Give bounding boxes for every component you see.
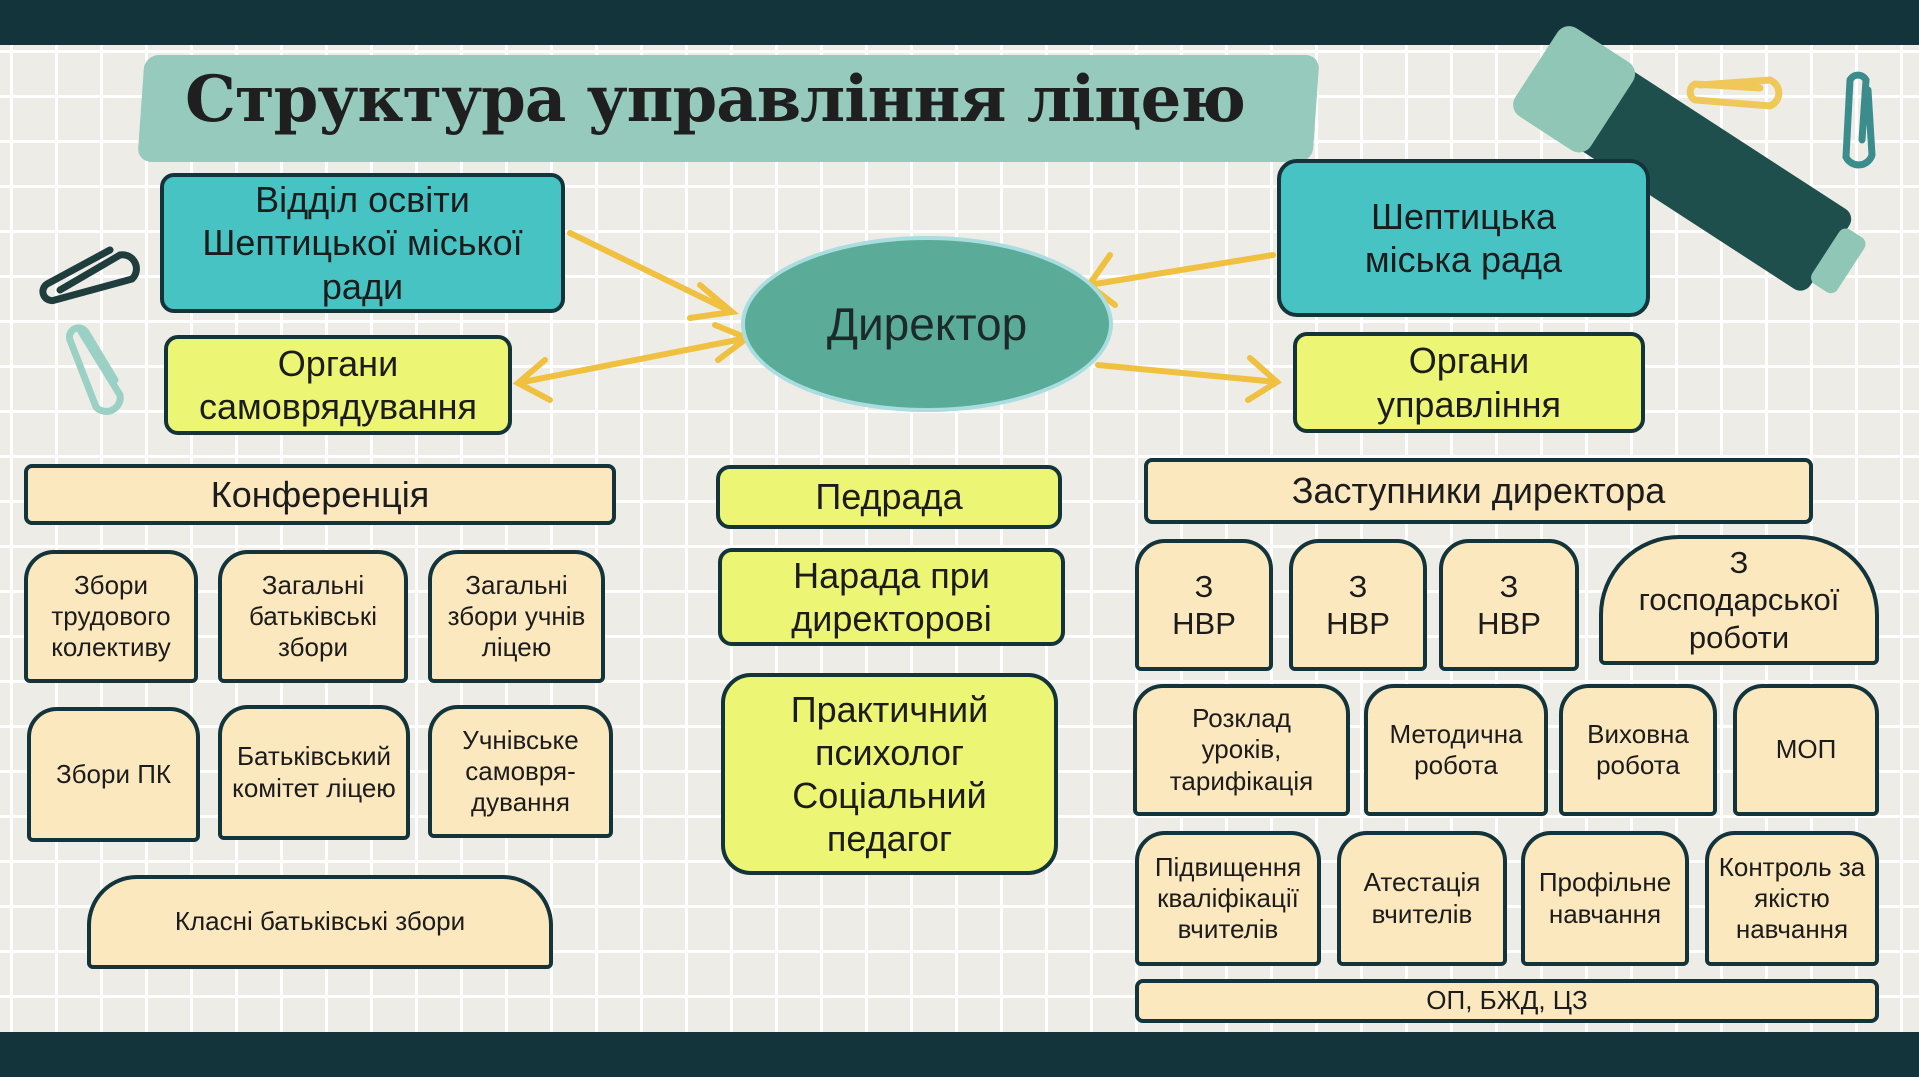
self-government-box: Органи самоврядування bbox=[164, 335, 512, 435]
paperclip-icon bbox=[1842, 71, 1876, 169]
parents-meeting-box: Загальні батьківські збори bbox=[218, 550, 408, 683]
teacher-qualification-box: Підвищення кваліфікації вчителів bbox=[1135, 831, 1321, 966]
management-bodies-box: Органи управління bbox=[1293, 332, 1645, 433]
arrow-director-selfgov bbox=[512, 322, 754, 403]
quality-control-box: Контроль за якістю навчання bbox=[1705, 831, 1879, 966]
conference-box: Конференція bbox=[24, 464, 616, 525]
page-title: Структура управління ліцею bbox=[185, 62, 1246, 137]
paperclip-icon bbox=[1686, 76, 1783, 110]
marker-icon bbox=[1513, 26, 1866, 294]
deputies-header-box: Заступники директора bbox=[1144, 458, 1813, 524]
safety-box: ОП, БЖД, ЦЗ bbox=[1135, 979, 1879, 1023]
bottom-bar bbox=[0, 1032, 1919, 1077]
pedagogical-council-box: Педрада bbox=[716, 465, 1062, 529]
director-node: Директор bbox=[741, 236, 1113, 412]
mop-box: МОП bbox=[1733, 684, 1879, 816]
schedule-box: Розклад уроків, тарифікація bbox=[1133, 684, 1350, 816]
arrow-dept-to-director bbox=[567, 230, 740, 321]
city-council-box: Шептицька міська рада bbox=[1277, 159, 1650, 317]
parents-committee-box: Батьківський комітет ліцею bbox=[218, 705, 410, 840]
deputy-nvr-box: З НВР bbox=[1289, 539, 1427, 671]
top-bar bbox=[0, 0, 1919, 45]
arrow-director-to-management bbox=[1095, 355, 1282, 403]
education-department-box: Відділ освіти Шептицької міської ради bbox=[160, 173, 565, 313]
teacher-attestation-box: Атестація вчителів bbox=[1337, 831, 1507, 966]
deputy-nvr-box: З НВР bbox=[1439, 539, 1579, 671]
class-parents-meetings-box: Класні батьківські збори bbox=[87, 875, 553, 969]
director-meeting-box: Нарада при директорові bbox=[718, 548, 1065, 646]
trade-union-box: Збори ПК bbox=[27, 707, 200, 842]
paperclip-icon bbox=[65, 324, 124, 415]
students-meeting-box: Загальні збори учнів ліцею bbox=[428, 550, 605, 683]
methodical-work-box: Методична робота bbox=[1364, 684, 1548, 816]
educational-work-box: Виховна робота bbox=[1559, 684, 1717, 816]
arrow-council-to-director bbox=[1084, 252, 1276, 308]
profile-education-box: Профільне навчання bbox=[1521, 831, 1689, 966]
paperclip-icon bbox=[39, 246, 140, 305]
labor-collective-box: Збори трудового колективу bbox=[24, 550, 198, 683]
psychologist-social-teacher-box: Практичний психолог Соціальний педагог bbox=[721, 673, 1058, 875]
student-self-government-box: Учнівське самовря- дування bbox=[428, 705, 613, 838]
deputy-nvr-box: З НВР bbox=[1135, 539, 1273, 671]
deputy-economic-box: З господарської роботи bbox=[1599, 535, 1879, 665]
